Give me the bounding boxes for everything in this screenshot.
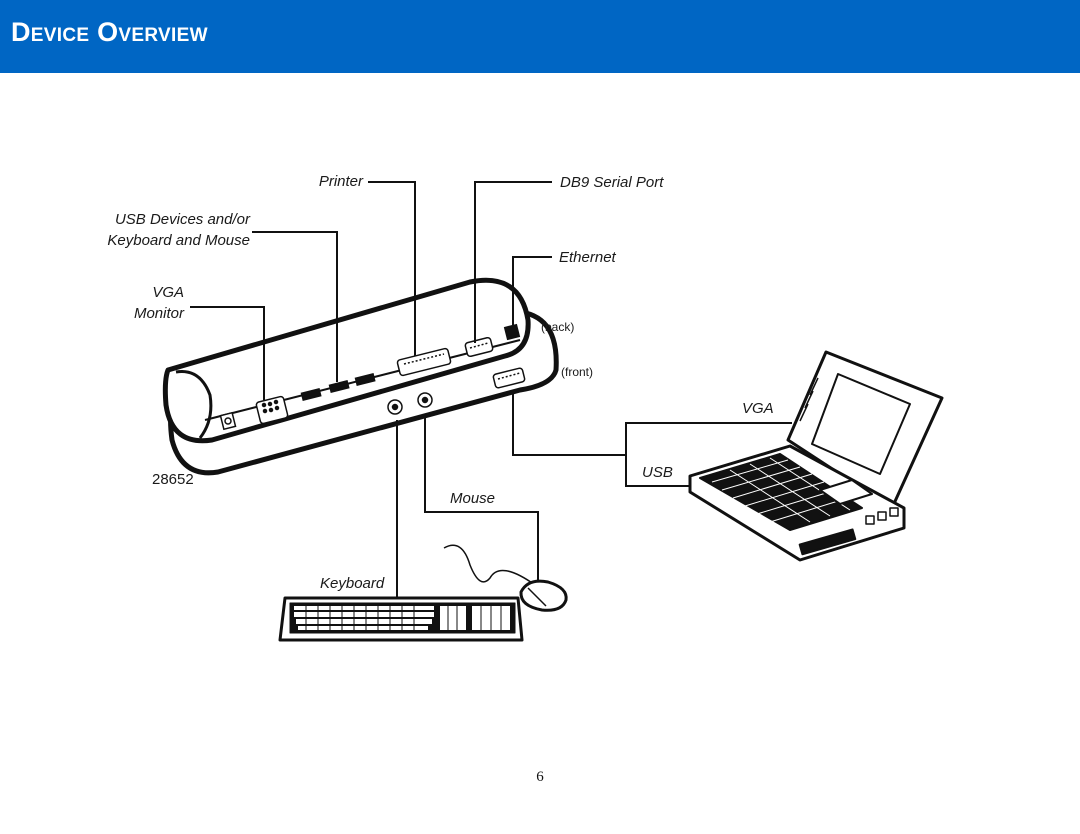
mouse [443,544,568,612]
keyboard [278,596,524,642]
dock-ports [219,323,526,431]
label-usb-devices-line2: Keyboard and Mouse [107,232,250,249]
page-number: 6 [536,769,544,785]
label-vga-laptop: VGA [742,400,774,417]
mouse-cable [443,544,536,586]
laptop-screen [811,373,911,475]
label-keyboard: Keyboard [320,575,385,592]
mouse-leader [424,414,539,582]
label-ethernet: Ethernet [559,249,617,266]
label-back: (back) [541,320,574,334]
label-db9-serial-port: DB9 Serial Port [560,174,664,191]
vga-port-icon [255,395,289,425]
label-front: (front) [561,365,593,379]
parallel-port-icon [396,347,452,377]
mouse-body [519,579,568,612]
usb-port-icon [300,373,376,401]
usb-leader [252,231,338,382]
ethernet-port-icon [503,323,521,341]
label-usb-devices-line1: USB Devices and/or [115,211,251,228]
label-usb-laptop: USB [642,464,673,481]
label-printer: Printer [319,173,364,190]
leader-lines [190,181,792,598]
header-bar: Device Overview [0,0,1080,73]
db9-leader [474,181,552,343]
power-port-icon [219,411,237,431]
page-title: Device Overview [11,17,208,47]
label-vga-monitor-line2: Monitor [134,305,185,322]
db9-port-icon [464,336,494,358]
vga-monitor-leader [190,306,265,400]
label-mouse: Mouse [450,490,495,507]
laptop [688,350,944,562]
front-vga-port-icon [492,367,526,389]
label-vga-monitor-line1: VGA [152,284,184,301]
usb-laptop-leader [625,455,690,487]
label-model-number: 28652 [152,471,194,488]
ethernet-leader [512,256,552,328]
printer-leader [368,181,416,356]
